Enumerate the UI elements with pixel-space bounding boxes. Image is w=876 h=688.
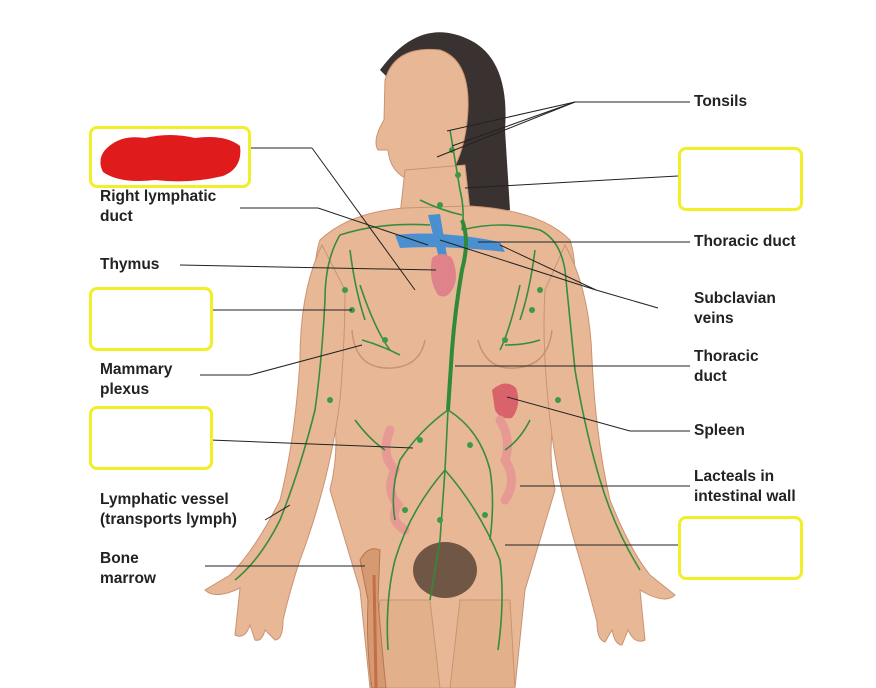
blank-label-box-left-3[interactable]: [89, 406, 213, 470]
label-bone-marrow: Bone marrow: [100, 550, 156, 587]
label-mammary-plexus: Mammary plexus: [100, 361, 173, 398]
label-subclavian-veins: Subclavian veins: [694, 290, 776, 327]
leader-lines: [179, 101, 690, 567]
label-right-lymphatic-duct: Right lymphatic duct: [100, 188, 217, 225]
blank-label-box-left-2[interactable]: [89, 287, 213, 351]
blank-label-box-right-2[interactable]: [678, 516, 803, 580]
label-thoracic-duct-lower: Thoracic duct: [694, 348, 759, 385]
label-lymphatic-vessel: Lymphatic vessel (transports lymph): [100, 491, 237, 528]
femur-bone: [359, 548, 387, 688]
thoracic-duct-trunk: [446, 219, 468, 411]
label-lacteals: Lacteals in intestinal wall: [694, 468, 796, 505]
lymph-nodes: [327, 147, 561, 523]
label-spleen: Spleen: [694, 422, 745, 439]
label-thymus: Thymus: [100, 256, 160, 273]
breast-outlines: [351, 329, 553, 369]
label-thoracic-duct-upper: Thoracic duct: [694, 233, 796, 250]
thymus-shape: [430, 254, 456, 297]
blank-label-box-top-left[interactable]: [89, 126, 251, 188]
femur-marrow: [372, 574, 378, 688]
neck-vein: [428, 214, 448, 262]
red-redaction-mark: [100, 135, 241, 182]
label-tonsils: Tonsils: [694, 93, 748, 110]
spleen-shape: [492, 383, 519, 419]
lymph-network: [234, 129, 641, 651]
blank-label-box-right-1[interactable]: [678, 147, 803, 211]
pubic-area: [413, 542, 477, 598]
